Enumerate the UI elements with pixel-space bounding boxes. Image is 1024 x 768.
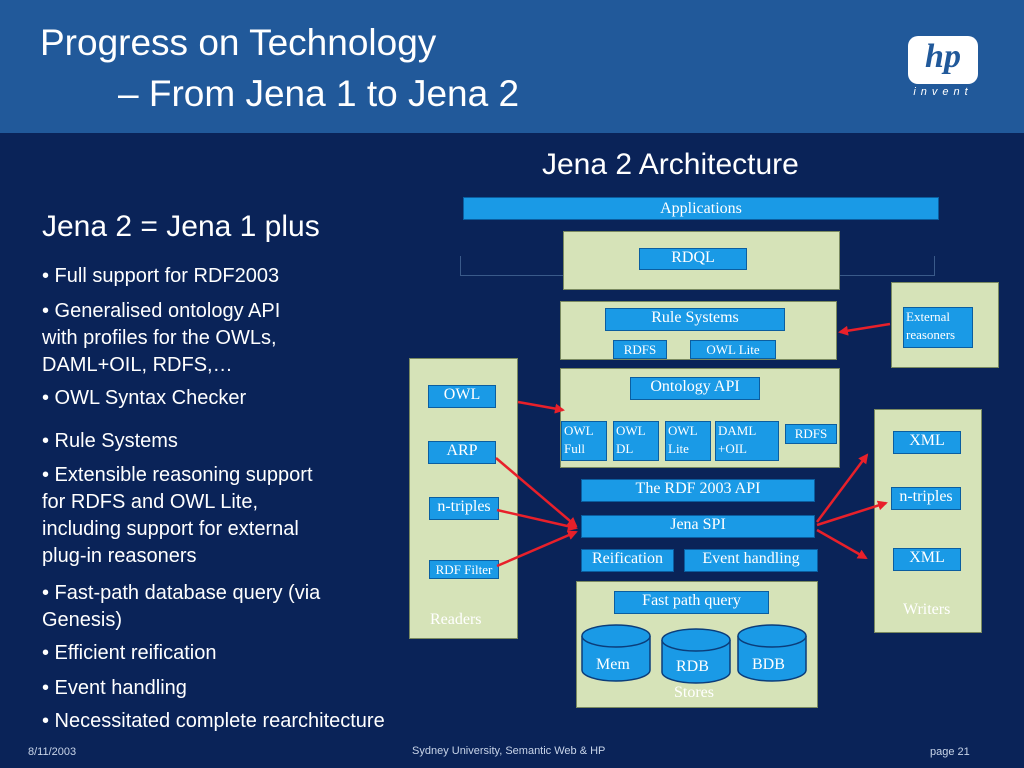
- bullet-item: for RDFS and OWL Lite,: [42, 491, 258, 513]
- daml-line2: +OIL: [718, 441, 747, 456]
- mem-label: Mem: [596, 656, 630, 673]
- bullet-item: • Rule Systems: [42, 430, 178, 452]
- reader-arp-label: ARP: [428, 441, 496, 464]
- diagram-title: Jena 2 Architecture: [542, 148, 799, 181]
- rdql-label: RDQL: [639, 248, 747, 270]
- bullet-item: Genesis): [42, 609, 123, 631]
- rule-rdfs-label: RDFS: [613, 340, 667, 359]
- owl-dl-line1: OWL: [616, 423, 646, 438]
- event-handling-label: Event handling: [684, 549, 818, 572]
- bullet-item: including support for external: [42, 518, 299, 540]
- arrow-spi-to-xml2: [816, 528, 868, 560]
- bdb-label: BDB: [752, 656, 785, 673]
- reader-rdf-filter-label: RDF Filter: [429, 560, 499, 579]
- footer-center-text: Sydney University, Semantic Web & HP: [412, 745, 606, 757]
- footer-date: 8/11/2003: [28, 746, 77, 758]
- arrow-external-to-rules: [838, 322, 891, 336]
- owl-lite-line2: Lite: [668, 441, 689, 456]
- hp-logo-text: hp: [925, 38, 961, 75]
- rdf-api-label: The RDF 2003 API: [581, 479, 815, 502]
- rdb-label: RDB: [676, 658, 709, 675]
- external-reasoners-line2: reasoners: [906, 327, 956, 342]
- hp-logo-badge: [908, 36, 978, 84]
- external-reasoners-line1: External: [906, 309, 951, 324]
- writers-title: Writers: [903, 601, 951, 618]
- bullet-item: • Generalised ontology API: [42, 300, 281, 322]
- bullet-item: • Event handling: [42, 677, 187, 699]
- writer-ntriples-label: n-triples: [891, 487, 961, 510]
- bdb-cylinder-icon: [737, 624, 807, 682]
- connector-line: [934, 256, 935, 276]
- arrow-owl-to-ontology: [517, 400, 565, 414]
- external-reasoners-label: External reasoners: [903, 307, 973, 348]
- hp-logo: hp invent: [905, 36, 981, 98]
- applications-bar: Applications: [463, 197, 939, 220]
- rule-systems-label: Rule Systems: [605, 308, 785, 331]
- writer-xml2-label: XML: [893, 548, 961, 571]
- slide-header: Progress on Technology – From Jena 1 to …: [0, 0, 1024, 133]
- bullet-item: • OWL Syntax Checker: [42, 387, 247, 409]
- bullet-item: with profiles for the OWLs,: [42, 327, 277, 349]
- jena-spi-label: Jena SPI: [581, 515, 815, 538]
- mem-cylinder-icon: [581, 624, 651, 682]
- owl-lite-line1: OWL: [668, 423, 698, 438]
- bullet-item: • Efficient reification: [42, 642, 217, 664]
- daml-line1: DAML: [718, 423, 757, 438]
- store-cylinders: [581, 624, 807, 684]
- slide-title-line2: – From Jena 1 to Jena 2: [118, 73, 520, 114]
- bullet-item: plug-in reasoners: [42, 545, 197, 567]
- connector-line: [460, 256, 461, 276]
- reader-owl-label: OWL: [428, 385, 496, 408]
- rdb-cylinder-icon: [661, 628, 731, 684]
- slide-title-line1: Progress on Technology: [40, 22, 437, 63]
- bullet-item: • Extensible reasoning support: [42, 464, 313, 486]
- bullet-item: DAML+OIL, RDFS,…: [42, 354, 233, 376]
- bullet-item: • Necessitated complete rearchitecture: [42, 710, 385, 732]
- readers-title: Readers: [430, 611, 482, 628]
- reader-ntriples-label: n-triples: [429, 497, 499, 520]
- footer-page-number: page 21: [930, 746, 970, 758]
- stores-label: Stores: [674, 684, 714, 701]
- ont-rdfs-label: RDFS: [785, 424, 837, 444]
- bullet-item: • Fast-path database query (via: [42, 582, 321, 604]
- owl-lite-ont-label: OWL Lite: [665, 421, 711, 461]
- hp-logo-tagline: invent: [913, 86, 973, 98]
- owl-dl-label: OWL DL: [613, 421, 659, 461]
- bullet-item: • Full support for RDF2003: [42, 265, 280, 287]
- writer-xml-label: XML: [893, 431, 961, 454]
- ontology-api-label: Ontology API: [630, 377, 760, 400]
- owl-full-line1: OWL: [564, 423, 594, 438]
- fast-path-label: Fast path query: [614, 591, 769, 614]
- daml-oil-label: DAML +OIL: [715, 421, 779, 461]
- owl-full-line2: Full: [564, 441, 585, 456]
- owl-full-label: OWL Full: [561, 421, 607, 461]
- reification-label: Reification: [581, 549, 674, 572]
- left-heading: Jena 2 = Jena 1 plus: [42, 210, 320, 243]
- owl-dl-line2: DL: [616, 441, 634, 456]
- rule-owl-lite-label: OWL Lite: [690, 340, 776, 359]
